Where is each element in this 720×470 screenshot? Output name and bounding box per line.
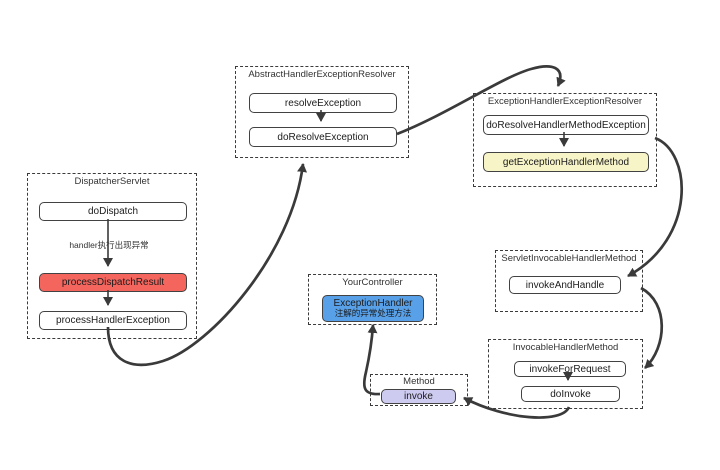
class-box-your-controller: YourController ExceptionHandler 注解的异常处理方… [308, 274, 437, 325]
method-invokeandhandle: invokeAndHandle [509, 276, 621, 294]
method-exceptionhandler-line2: 注解的异常处理方法 [334, 308, 412, 319]
arrow-servletinvocablehandlermethod-to-invocablehandlermethod [640, 286, 664, 369]
method-exceptionhandler-annotated: ExceptionHandler 注解的异常处理方法 [322, 295, 424, 322]
class-title-dispatcher-servlet: DispatcherServlet [74, 176, 150, 187]
method-exceptionhandler-line1: ExceptionHandler [333, 297, 413, 309]
method-getexceptionhandlermethod: getExceptionHandlerMethod [483, 152, 649, 172]
method-doresolveexception: doResolveException [249, 127, 397, 147]
class-box-method: Method invoke [370, 374, 468, 406]
class-title-invocable-handler-method: InvocableHandlerMethod [512, 342, 619, 353]
class-title-exception-handler-exception-resolver: ExceptionHandlerExceptionResolver [487, 96, 643, 107]
class-box-invocable-handler-method: InvocableHandlerMethod invokeForRequest … [488, 339, 643, 409]
edge-label-handler-exception: handler执行出现异常 [59, 239, 159, 252]
class-box-exception-handler-exception-resolver: ExceptionHandlerExceptionResolver doReso… [473, 93, 657, 187]
method-dodispatch: doDispatch [39, 202, 187, 221]
method-doinvoke: doInvoke [521, 386, 620, 402]
class-box-abstract-handler-exception-resolver: AbstractHandlerExceptionResolver resolve… [235, 66, 409, 158]
method-doresolvehandlermethodexception: doResolveHandlerMethodException [483, 115, 649, 135]
class-title-abstract-handler-exception-resolver: AbstractHandlerExceptionResolver [248, 69, 396, 80]
method-resolveexception: resolveException [249, 93, 397, 113]
class-title-servlet-invocable-handler-method: ServletInvocableHandlerMethod [501, 253, 637, 264]
method-invoke: invoke [381, 389, 456, 404]
method-processdispatchresult: processDispatchResult [39, 273, 187, 292]
method-invokeforrequest: invokeForRequest [514, 361, 626, 377]
class-box-servlet-invocable-handler-method: ServletInvocableHandlerMethod invokeAndH… [495, 250, 643, 312]
class-title-method: Method [403, 376, 435, 387]
method-processhandlerexception: processHandlerException [39, 311, 187, 330]
class-title-your-controller: YourController [342, 277, 403, 288]
class-box-dispatcher-servlet: DispatcherServlet doDispatch handler执行出现… [27, 173, 197, 339]
